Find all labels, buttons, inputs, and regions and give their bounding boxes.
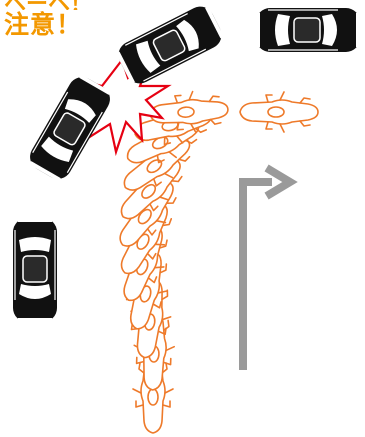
motorcycle-icon: [240, 92, 318, 132]
car-icon: [256, 8, 360, 52]
car-icon: [114, 2, 227, 88]
motorcycle-trail: [107, 89, 318, 433]
turn-right-arrow-icon: [243, 170, 290, 370]
car-icon: [13, 218, 57, 322]
